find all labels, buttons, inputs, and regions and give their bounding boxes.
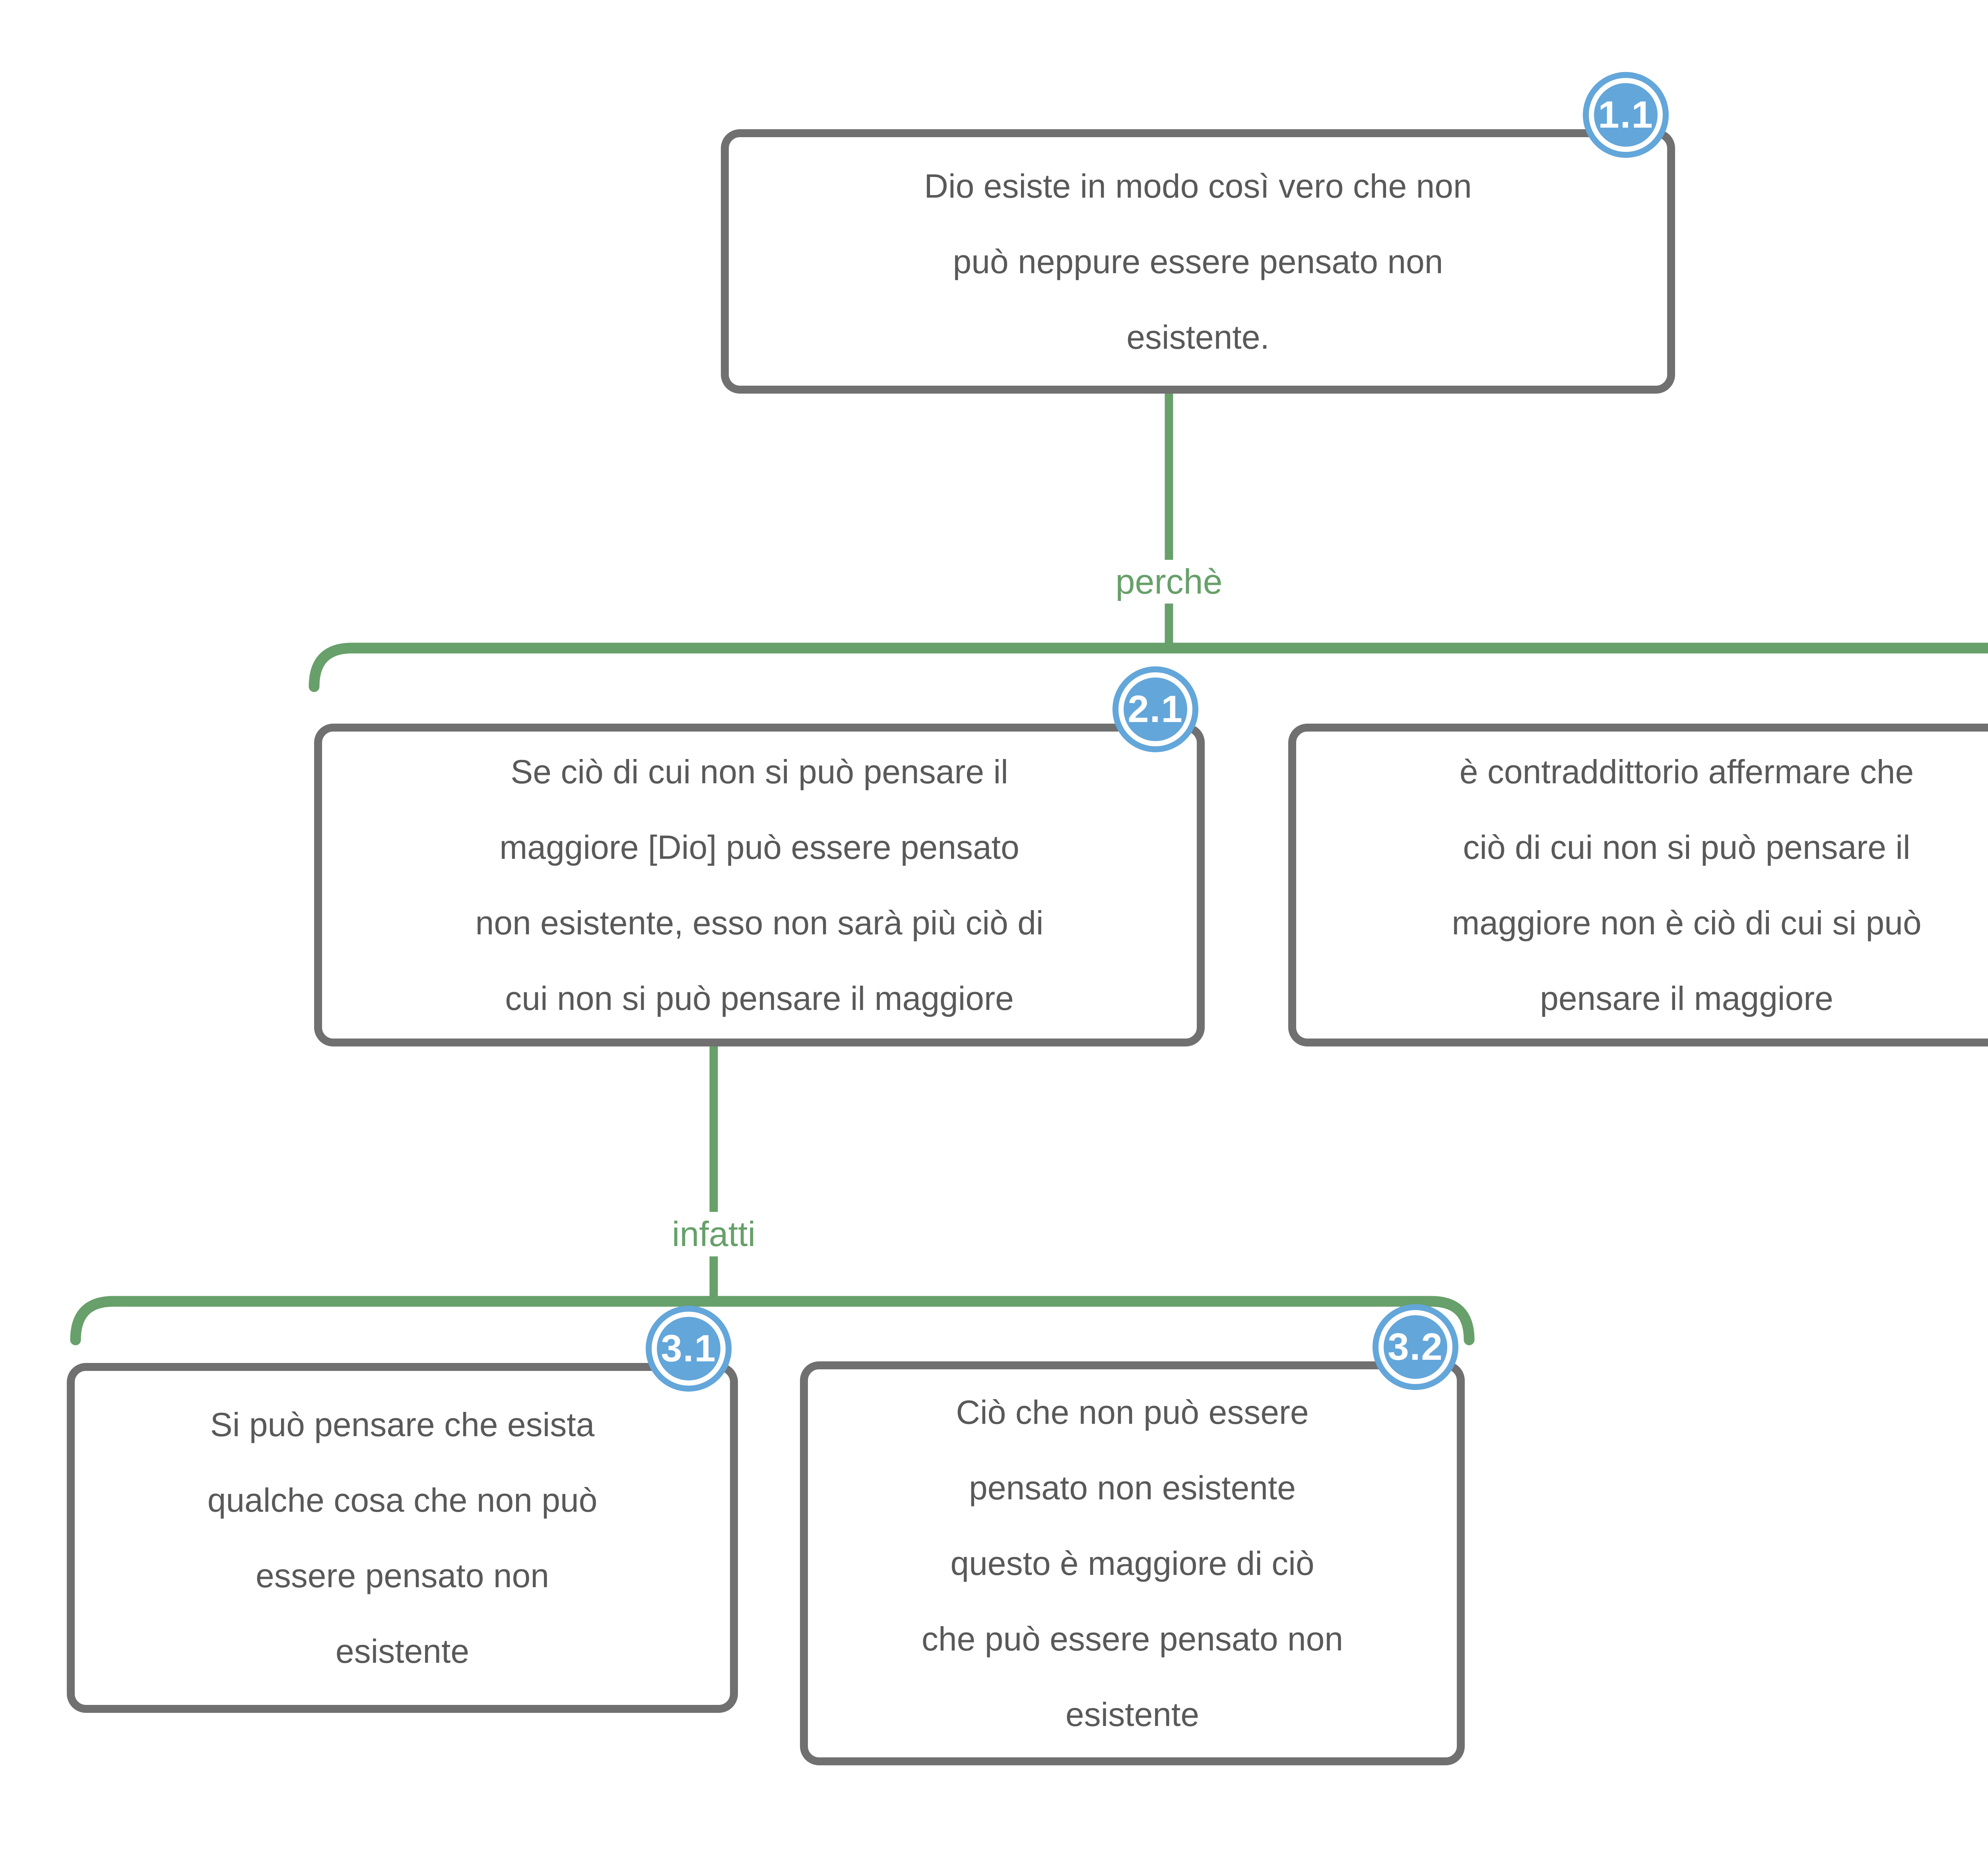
badge-number: 3.1	[661, 1327, 716, 1370]
claim-node-1-1[interactable]: Dio esiste in modo così vero che non può…	[721, 129, 1675, 394]
connector-label-infatti[interactable]: infatti	[515, 1210, 912, 1258]
node-badge-3-2: 3.2	[1373, 1304, 1458, 1390]
node-badge-1-1: 1.1	[1583, 72, 1669, 158]
connector-label-perche[interactable]: perchè	[970, 557, 1368, 606]
connector-label-text: perchè	[1115, 562, 1223, 601]
claim-text: Si può pensare che esista qualche cosa c…	[207, 1406, 598, 1670]
claim-text: Se ciò di cui non si può pensare il magg…	[475, 753, 1044, 1017]
badge-number: 3.2	[1388, 1326, 1443, 1368]
connector-1-bracket	[309, 643, 1988, 692]
node-badge-2-1: 2.1	[1112, 666, 1198, 752]
badge-number: 1.1	[1598, 93, 1654, 136]
claim-node-3-1[interactable]: Si può pensare che esista qualche cosa c…	[67, 1363, 738, 1713]
claim-text: è contraddittorio affermare che ciò di c…	[1452, 753, 1922, 1017]
node-badge-3-1: 3.1	[646, 1306, 732, 1392]
claim-node-2-1[interactable]: Se ciò di cui non si può pensare il magg…	[314, 724, 1205, 1046]
claim-node-3-2[interactable]: Ciò che non può essere pensato non esist…	[800, 1361, 1465, 1765]
claim-text: Dio esiste in modo così vero che non può…	[924, 167, 1472, 356]
connector-label-text: infatti	[672, 1214, 756, 1254]
claim-node-2-2[interactable]: è contraddittorio affermare che ciò di c…	[1288, 724, 1988, 1046]
connector-2-bracket	[70, 1296, 1475, 1345]
badge-number: 2.1	[1128, 688, 1183, 730]
claim-text: Ciò che non può essere pensato non esist…	[921, 1394, 1343, 1733]
